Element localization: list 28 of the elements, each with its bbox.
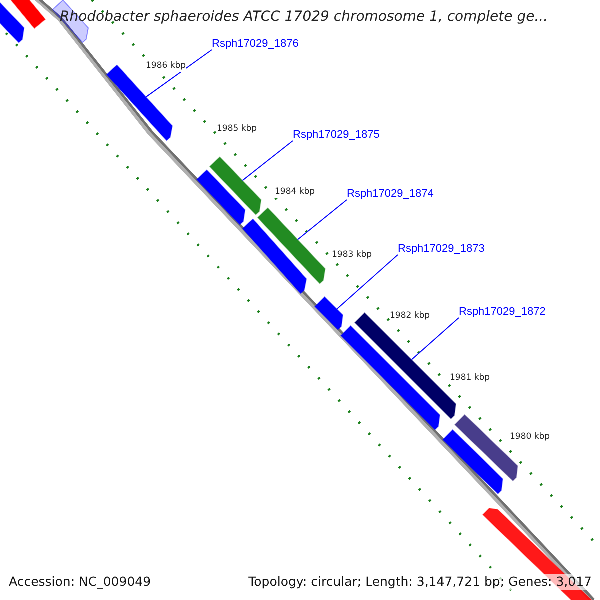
gene-block	[196, 170, 246, 226]
leader-line	[146, 50, 212, 98]
gene-block	[442, 429, 504, 495]
position-label: 1984 kbp	[275, 187, 316, 198]
gene-block	[242, 218, 308, 294]
position-label: 1983 kbp	[332, 250, 372, 261]
leader-line	[297, 200, 348, 240]
position-label: 1981 kbp	[450, 373, 490, 384]
gene-label: Rsph17029_1873	[398, 243, 485, 256]
gene-block	[257, 208, 326, 284]
gene-label: Rsph17029_1872	[459, 306, 546, 319]
leader-line	[336, 254, 398, 310]
gene-block	[314, 296, 344, 331]
position-label: 1980 kbp	[510, 432, 550, 443]
genome-summary: Topology: circular; Length: 3,147,721 bp; Genes: 3,017	[248, 574, 592, 590]
position-label: 1982 kbp	[390, 311, 430, 322]
gene-label: Rsph17029_1876	[212, 38, 299, 51]
gene-block	[0, 0, 25, 44]
position-label: 1985 kbp	[217, 124, 258, 135]
title: Rhodobacter sphaeroides ATCC 17029 chromosome 1, complete ge...	[60, 8, 548, 26]
position-label: 1986 kbp	[146, 61, 186, 72]
leader-line	[411, 318, 460, 360]
gene-label: Rsph17029_1874	[347, 188, 434, 201]
gene-block	[209, 156, 262, 216]
gene-label: Rsph17029_1875	[293, 129, 380, 142]
accession-note: Accession: NC_009049	[9, 574, 152, 590]
gene-block	[340, 325, 441, 431]
leader-line	[242, 140, 294, 182]
